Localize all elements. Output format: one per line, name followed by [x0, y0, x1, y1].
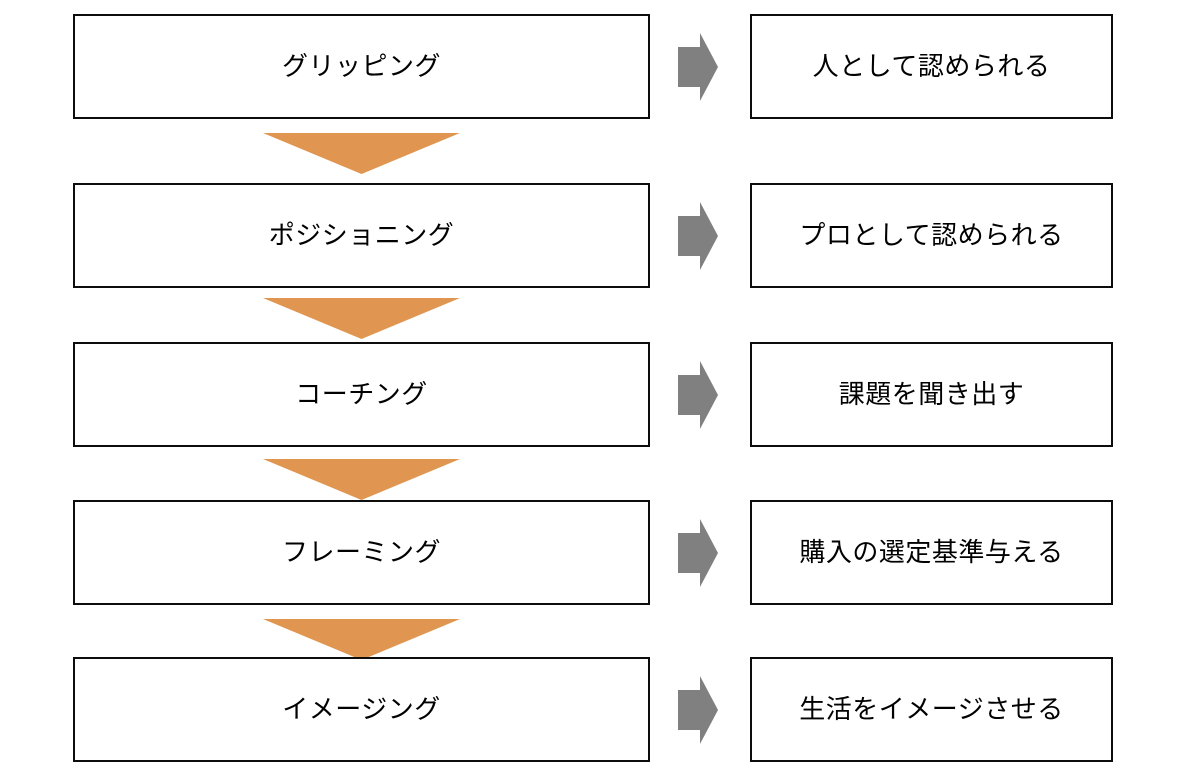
process-label: グリッピング: [281, 50, 441, 81]
process-label: フレーミング: [281, 536, 441, 567]
process-label: コーチング: [295, 378, 428, 409]
process-box: ポジショニング: [73, 183, 650, 288]
outcome-label: 購入の選定基準与える: [799, 536, 1064, 567]
outcome-label: 生活をイメージさせる: [799, 693, 1064, 724]
process-box: イメージング: [73, 657, 650, 762]
outcome-box: 課題を聞き出す: [750, 342, 1113, 447]
down-triangle-icon: [263, 133, 460, 174]
outcome-box: 人として認められる: [750, 14, 1113, 119]
outcome-box: 購入の選定基準与える: [750, 500, 1113, 605]
right-block-arrow-icon: [678, 33, 718, 101]
process-label: イメージング: [282, 693, 441, 724]
right-block-arrow-icon: [678, 361, 718, 429]
outcome-box: 生活をイメージさせる: [750, 657, 1113, 762]
down-triangle-icon: [263, 619, 460, 660]
outcome-label: 課題を聞き出す: [838, 378, 1025, 409]
outcome-label: プロとして認められる: [799, 219, 1064, 250]
right-block-arrow-icon: [678, 676, 718, 744]
outcome-label: 人として認められる: [812, 50, 1051, 81]
outcome-box: プロとして認められる: [750, 183, 1113, 288]
process-box: グリッピング: [73, 14, 650, 119]
process-box: フレーミング: [73, 500, 650, 605]
process-box: コーチング: [73, 342, 650, 447]
down-triangle-icon: [263, 298, 460, 339]
process-label: ポジショニング: [268, 219, 455, 250]
down-triangle-icon: [263, 459, 460, 500]
right-block-arrow-icon: [678, 519, 718, 587]
right-block-arrow-icon: [678, 202, 718, 270]
